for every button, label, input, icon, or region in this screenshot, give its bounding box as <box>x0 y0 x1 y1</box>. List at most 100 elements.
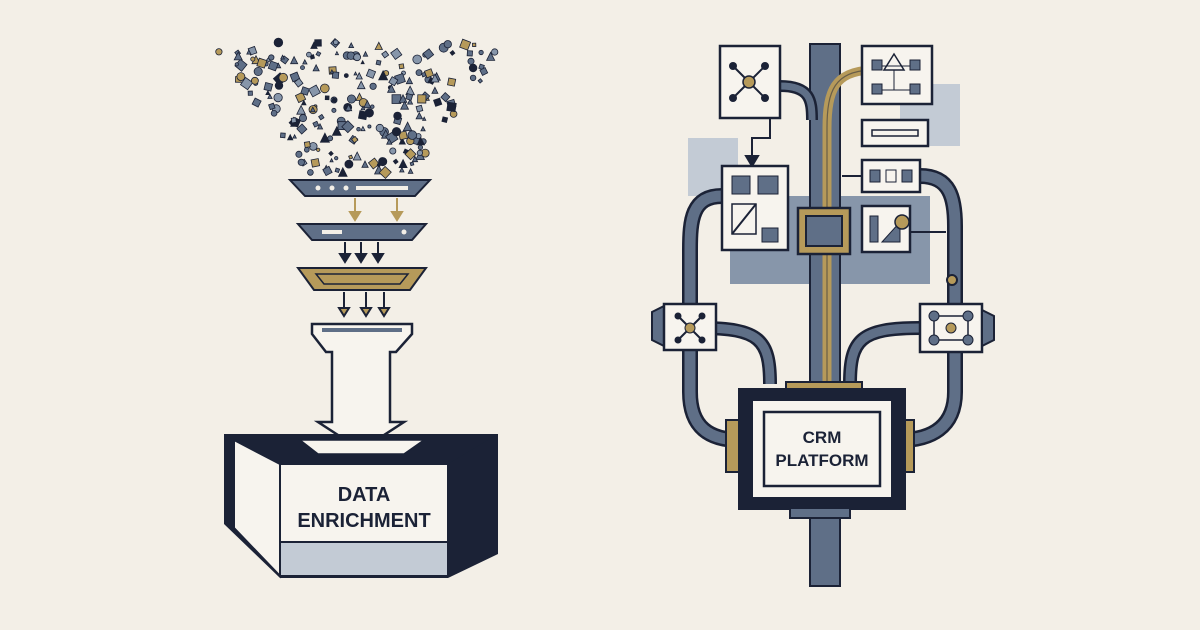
data-particle <box>324 95 330 101</box>
node-hub-center <box>796 206 852 256</box>
data-particle <box>215 48 223 56</box>
data-particle <box>312 63 320 72</box>
data-particle <box>364 108 374 118</box>
data-particle <box>297 158 305 166</box>
data-particle <box>409 161 415 167</box>
data-particle <box>466 50 474 57</box>
flow-arrows-1 <box>348 198 404 222</box>
flow-arrows-3 <box>337 292 391 318</box>
data-particle <box>386 83 396 93</box>
data-particle <box>332 39 339 46</box>
filter-stage-3-gold <box>296 267 428 291</box>
data-enrichment-label-line1: DATA <box>338 484 391 506</box>
data-particle <box>431 86 439 94</box>
data-particle <box>479 67 489 76</box>
data-particle <box>295 150 303 158</box>
data-particle <box>348 154 354 160</box>
data-particle <box>362 50 369 57</box>
data-particle <box>234 62 239 67</box>
data-particle <box>344 159 354 169</box>
data-enrichment-illustration: DATA ENRICHMENT <box>215 37 499 579</box>
data-particle <box>353 71 358 76</box>
data-particle <box>361 160 369 168</box>
data-particle <box>402 121 413 132</box>
data-particle <box>356 80 366 90</box>
data-particle <box>265 89 271 95</box>
filter-stage-2 <box>295 223 429 241</box>
data-particle <box>273 37 284 48</box>
data-particle <box>391 127 402 137</box>
data-particle <box>300 99 307 106</box>
data-particle <box>378 165 392 179</box>
data-particle <box>447 77 457 87</box>
output-funnel-arrow <box>310 322 414 452</box>
crm-platform-box: CRM PLATFORM <box>725 381 915 519</box>
data-particle <box>315 50 322 57</box>
node-network-mid-right <box>918 302 995 354</box>
data-particle <box>268 102 276 111</box>
crm-platform-label-line1: CRM <box>803 428 842 447</box>
data-particle <box>478 49 484 56</box>
data-particle <box>356 126 361 132</box>
data-particle <box>250 76 259 85</box>
data-particle <box>360 59 365 65</box>
crm-platform-label-line2: PLATFORM <box>775 451 868 470</box>
data-particle <box>303 147 310 153</box>
data-particle <box>298 114 307 123</box>
data-particle <box>386 138 393 145</box>
data-particle <box>292 133 297 139</box>
data-particle <box>420 125 426 132</box>
data-particle <box>327 135 334 142</box>
data-particle <box>316 147 321 152</box>
data-particle <box>236 72 246 81</box>
data-particle <box>423 68 435 79</box>
data-enrichment-box: DATA ENRICHMENT <box>224 434 498 579</box>
data-particle <box>406 98 414 105</box>
data-particle <box>331 107 337 113</box>
data-particle <box>341 120 355 134</box>
data-particle <box>352 151 362 161</box>
data-particle <box>246 49 252 55</box>
data-particle <box>389 147 397 155</box>
data-particle <box>441 116 449 123</box>
data-particle <box>331 97 338 104</box>
data-particle <box>477 78 484 84</box>
data-particle <box>367 124 372 129</box>
data-particle <box>398 137 406 145</box>
data-particle <box>398 158 408 169</box>
data-particle <box>247 90 253 96</box>
data-particle <box>449 49 456 56</box>
data-particle <box>375 123 384 133</box>
data-particle <box>319 83 330 94</box>
data-particle <box>422 48 435 60</box>
data-particle <box>293 77 304 88</box>
data-particle <box>302 58 308 65</box>
data-particle <box>405 93 414 101</box>
filter-stage-1 <box>287 179 433 197</box>
data-particle <box>308 84 321 98</box>
data-particle <box>381 50 390 59</box>
data-particle <box>319 132 331 143</box>
data-particle <box>353 53 362 62</box>
data-particle <box>459 38 472 51</box>
data-particle <box>296 123 308 135</box>
data-particle <box>375 59 382 66</box>
data-particle <box>289 55 299 65</box>
data-particle <box>378 157 388 167</box>
data-particle <box>274 81 284 90</box>
data-particle <box>392 158 399 165</box>
data-particle <box>334 50 340 56</box>
node-bar-right <box>860 118 930 148</box>
crm-platform-illustration: CRM PLATFORM <box>651 43 995 587</box>
data-particle <box>322 165 333 177</box>
data-particle <box>407 130 418 140</box>
data-particle <box>253 67 263 77</box>
data-particle <box>369 82 377 90</box>
connector-lines <box>744 118 958 286</box>
data-particle <box>421 116 427 121</box>
data-particle <box>251 97 262 108</box>
data-particle <box>415 69 423 76</box>
data-particle <box>469 74 477 82</box>
data-particle <box>407 167 414 174</box>
